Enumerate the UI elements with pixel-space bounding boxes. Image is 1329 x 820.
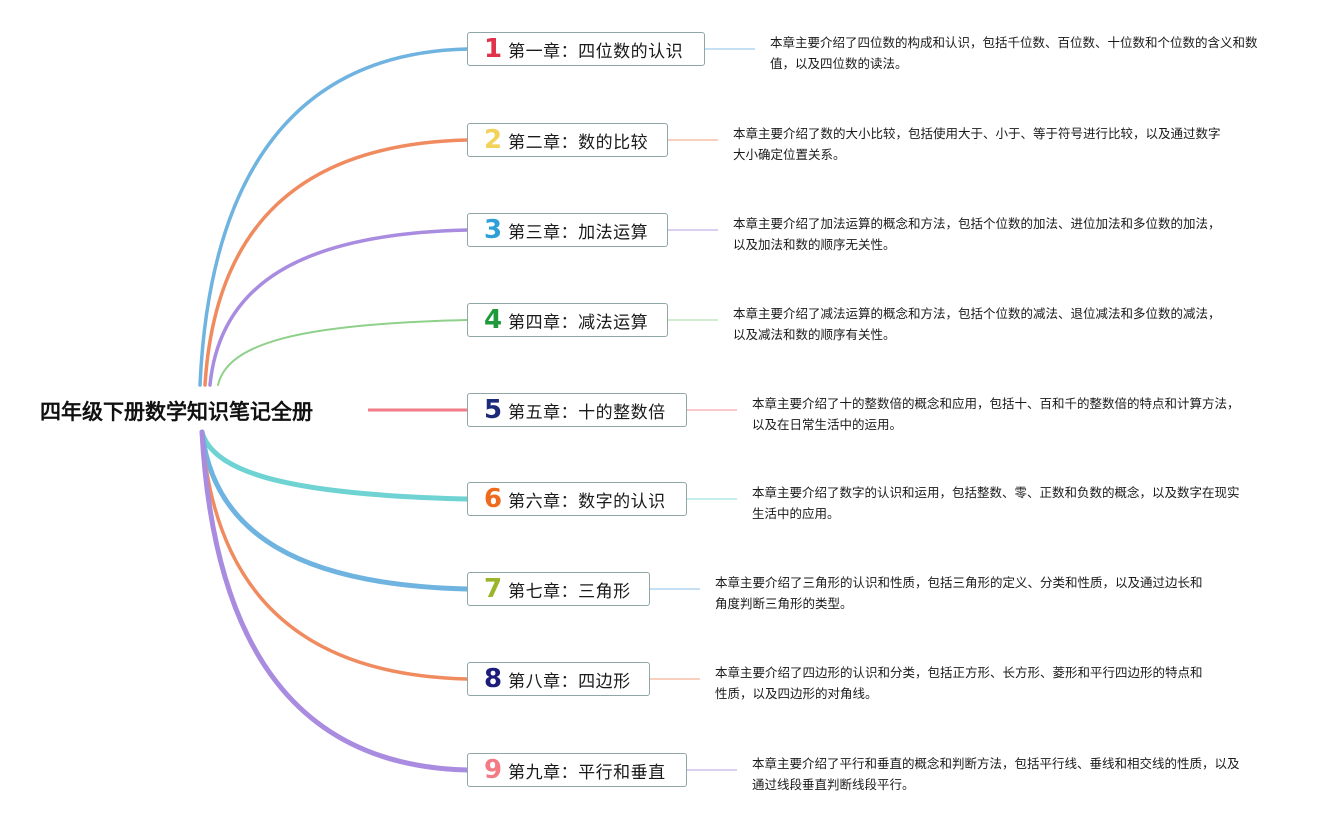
chapter-description-3: 本章主要介绍了加法运算的概念和方法，包括个位数的加法、进位加法和多位数的加法，以… bbox=[733, 216, 1221, 252]
branch-line-4 bbox=[217, 319, 468, 386]
chapter-title: 第三章：加法运算 bbox=[508, 222, 649, 243]
chapter-title: 第八章：四边形 bbox=[508, 671, 631, 692]
branch-line-7 bbox=[199, 429, 470, 592]
chapter-title: 第四章：减法运算 bbox=[508, 312, 649, 333]
chapter-description-4: 本章主要介绍了减法运算的概念和方法，包括个位数的减法、退位减法和多位数的减法，以… bbox=[733, 306, 1221, 342]
chapter-description-5: 本章主要介绍了十的整数倍的概念和应用，包括十、百和千的整数倍的特点和计算方法，以… bbox=[752, 396, 1240, 432]
chapter-title: 第一章：四位数的认识 bbox=[508, 41, 684, 62]
chapter-description-8: 本章主要介绍了四边形的认识和分类，包括正方形、长方形、菱形和平行四边形的特点和性… bbox=[715, 665, 1203, 701]
chapter-title: 第五章：十的整数倍 bbox=[508, 402, 666, 423]
chapter-title: 第七章：三角形 bbox=[508, 581, 631, 602]
branch-line-6 bbox=[199, 429, 470, 502]
chapter-number-icon: 9 bbox=[484, 755, 503, 785]
chapter-number-icon: 3 bbox=[484, 215, 503, 245]
chapter-description-7: 本章主要介绍了三角形的认识和性质，包括三角形的定义、分类和性质，以及通过边长和角… bbox=[715, 575, 1203, 611]
root-topic[interactable]: 四年级下册数学知识笔记全册 bbox=[40, 400, 313, 424]
chapter-number-icon: 1 bbox=[484, 34, 503, 64]
chapter-title: 第六章：数字的认识 bbox=[508, 491, 666, 512]
branch-line-8 bbox=[200, 430, 469, 681]
branch-line-9 bbox=[199, 429, 470, 773]
chapter-description-1: 本章主要介绍了四位数的构成和认识，包括千位数、百位数、十位数和个位数的含义和数值… bbox=[770, 35, 1258, 71]
chapter-number-icon: 7 bbox=[484, 574, 503, 604]
chapter-number-icon: 2 bbox=[484, 125, 503, 155]
chapter-number-icon: 8 bbox=[484, 664, 503, 694]
branch-line-2 bbox=[203, 138, 469, 387]
chapter-number-icon: 6 bbox=[484, 484, 503, 514]
chapter-title: 第九章：平行和垂直 bbox=[508, 762, 666, 783]
chapter-description-2: 本章主要介绍了数的大小比较，包括使用大于、小于、等于符号进行比较，以及通过数字大… bbox=[733, 126, 1221, 162]
branch-line-1 bbox=[198, 47, 469, 387]
branch-line-3 bbox=[208, 228, 469, 387]
chapter-description-9: 本章主要介绍了平行和垂直的概念和判断方法，包括平行线、垂线和相交线的性质，以及通… bbox=[752, 756, 1240, 792]
chapter-description-6: 本章主要介绍了数字的认识和运用，包括整数、零、正数和负数的概念，以及数字在现实生… bbox=[752, 485, 1240, 521]
chapter-title: 第二章：数的比较 bbox=[508, 132, 649, 153]
chapter-number-icon: 5 bbox=[484, 395, 503, 425]
chapter-number-icon: 4 bbox=[484, 305, 503, 335]
